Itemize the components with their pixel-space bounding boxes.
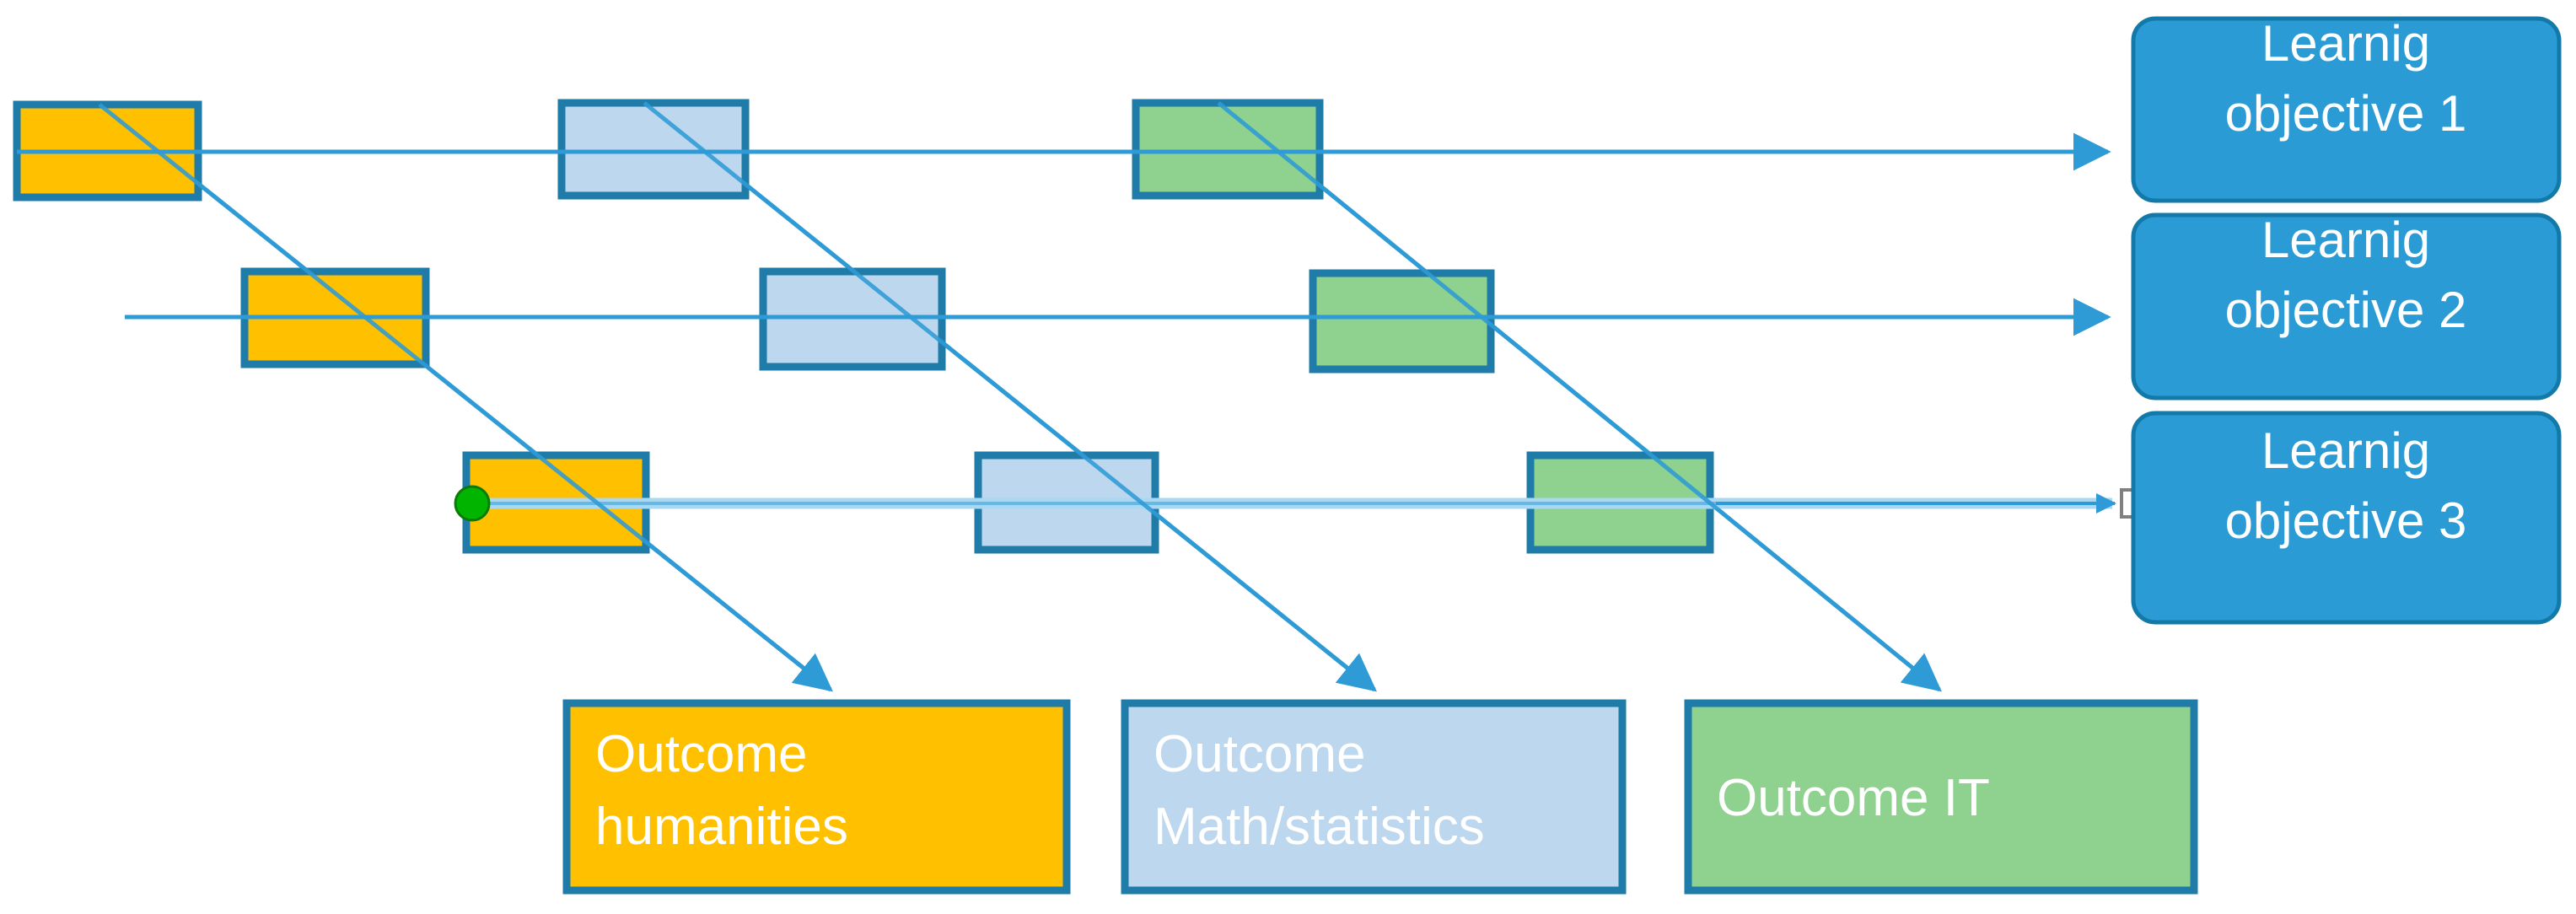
outcomes-group: Outcome humanities Outcome Math/statisti…	[562, 699, 2198, 895]
learning-objective-3[interactable]: Learnig objective 3	[2131, 411, 2562, 625]
learning-objective-2-line2: objective 2	[2225, 282, 2467, 338]
connector-start-handle[interactable]	[454, 485, 491, 522]
learning-objective-2-line1: Learnig	[2261, 212, 2430, 268]
outcome-humanities-line1: Outcome	[595, 725, 808, 783]
outcome-it-line1: Outcome IT	[1717, 769, 1990, 827]
connector-overlays-group	[17, 101, 1941, 691]
learning-objectives-group: Learnig objective 1 Learnig objective 2 …	[2131, 15, 2562, 625]
learning-objective-1-line1: Learnig	[2261, 15, 2430, 72]
outcome-it-box[interactable]	[1684, 699, 2198, 895]
learning-objective-3-box[interactable]	[2131, 411, 2562, 625]
cell-r2-c3[interactable]	[1309, 269, 1495, 374]
outcome-humanities-line2: humanities	[595, 798, 848, 856]
learning-objective-3-line2: objective 3	[2225, 492, 2467, 549]
outcome-it[interactable]: Outcome IT	[1684, 699, 2198, 895]
cell-r1-c3[interactable]	[1132, 99, 1324, 200]
learning-objective-1-line2: objective 1	[2225, 85, 2467, 142]
outcome-humanities-box[interactable]	[562, 699, 1071, 895]
outcome-math-statistics-box[interactable]	[1121, 699, 1627, 895]
learning-objective-1[interactable]: Learnig objective 1	[2131, 15, 2562, 203]
learning-objective-2-box[interactable]	[2131, 212, 2562, 401]
diagonal-connectors-group	[98, 101, 1942, 692]
learning-objective-1-box[interactable]	[2131, 16, 2562, 203]
learning-objective-2[interactable]: Learnig objective 2	[2131, 212, 2562, 401]
outcome-math-statistics-line1: Outcome	[1154, 725, 1366, 783]
diagonal-it-overlay	[1217, 101, 1941, 691]
matrix-cells-group	[13, 99, 1714, 554]
diagonal-humanities-overlay	[98, 103, 832, 691]
outcome-humanities[interactable]: Outcome humanities	[562, 699, 1071, 895]
cell-r1-c2[interactable]	[557, 99, 750, 200]
outcome-math-statistics[interactable]: Outcome Math/statistics	[1121, 699, 1627, 895]
diagonal-math-statistics-overlay	[643, 101, 1376, 691]
outcome-math-statistics-line2: Math/statistics	[1154, 798, 1485, 856]
learning-objective-3-line1: Learnig	[2261, 422, 2430, 479]
